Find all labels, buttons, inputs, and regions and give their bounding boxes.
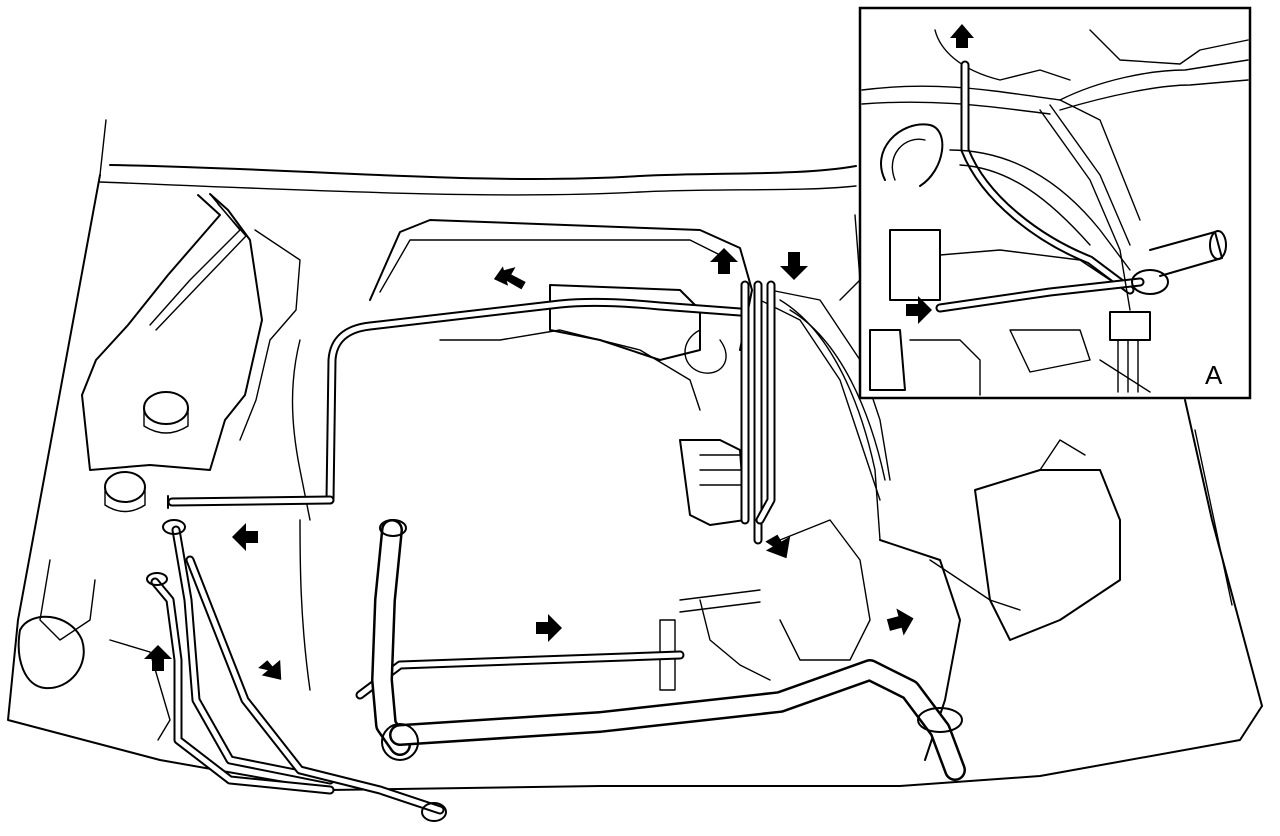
flow-arrow: [710, 248, 738, 274]
flow-arrow: [493, 266, 526, 290]
flow-arrow: [258, 659, 282, 680]
flow-arrow: [765, 534, 791, 559]
radiator-area: [17, 193, 301, 741]
inset-label: A: [1205, 360, 1223, 390]
engine-bay-outline: [7, 119, 1263, 791]
inset-detail: A: [858, 6, 1252, 400]
flow-arrow: [886, 608, 914, 636]
flow-arrow: [144, 645, 172, 671]
flow-arrow: [906, 296, 932, 324]
hoses: [146, 280, 966, 822]
inset-frame: [858, 6, 1252, 400]
flow-arrow: [950, 24, 974, 48]
flow-arrows: [144, 248, 914, 680]
flow-arrow: [536, 614, 562, 642]
flow-arrow: [780, 252, 808, 280]
flow-arrow: [232, 523, 258, 551]
